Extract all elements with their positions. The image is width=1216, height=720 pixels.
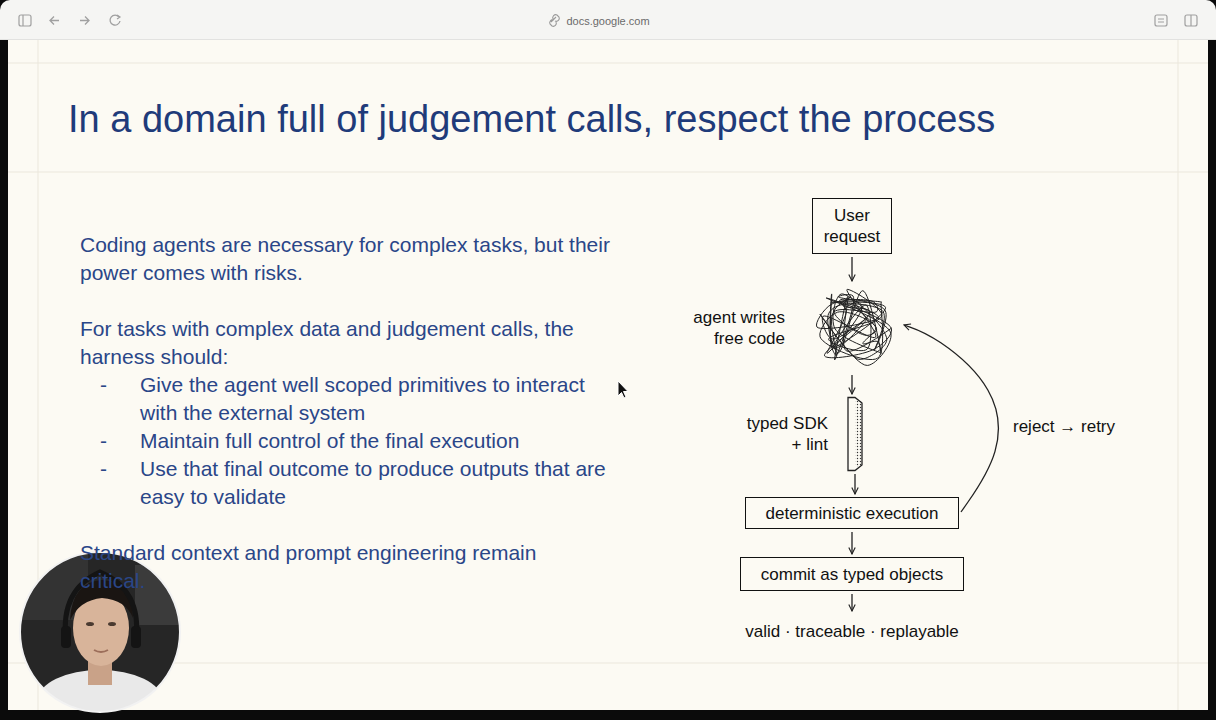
mouse-cursor [618,381,628,398]
webcam-earcup [61,626,71,648]
scribble-stroke [816,289,891,365]
sidebar-icon [19,15,31,26]
body-paragraph: Coding agents are necessary for complex … [80,231,610,287]
node-text: User request [817,205,887,247]
webcam-mouth [94,650,108,652]
forward-icon [80,17,89,25]
split-view-icon-line [1190,15,1191,26]
node-text: agent writes free code [675,307,785,349]
filter-texture [855,401,862,467]
outcome-text-node: valid · traceable · replayable [722,614,982,648]
sidebar-icon-line [22,15,23,26]
link-icon [550,15,560,27]
webcam-earcup [131,626,141,648]
flow-arrow [851,375,852,394]
guide-line [8,663,1208,664]
flow-arrow [851,257,852,281]
guide-line [1178,40,1179,710]
reader-icon [1155,15,1167,26]
url-text: docs.google.com [0,14,1216,28]
scribble-node: agent writes free code [808,284,896,372]
node-text: typed SDK + lint [736,413,828,455]
bullet-text: Maintain full control of the final execu… [140,427,610,455]
filter-shape [847,397,863,471]
slide-title: In a domain full of judgement calls, res… [68,96,995,142]
bullet-text: Give the agent well scoped primitives to… [140,371,610,427]
guide-line [8,63,1208,64]
webcam-eye [108,622,116,626]
scribble-shape [808,284,896,372]
webcam-eye [86,622,94,626]
bullet-text: Use that final outcome to produce output… [140,455,610,511]
bullet-dash: - [100,371,130,399]
filter-outline [848,398,862,471]
reader-icon-line [1158,22,1164,23]
reload-icon [110,15,120,25]
flow-arrow [904,325,998,512]
bullet-dash: - [100,455,130,483]
flow-arrow [851,594,852,611]
body-paragraph: Standard context and prompt engineering … [80,539,580,595]
node-side-label: typed SDK + lint [736,413,828,455]
back-icon [50,17,59,25]
node-text: valid · traceable · replayable [745,621,959,642]
filter-node: typed SDK + lint [847,397,863,471]
edge-label: reject → retry [1013,416,1115,437]
process-box: commit as typed objects [740,557,964,591]
reader-icon-line [1158,19,1164,20]
flow-arrow [851,532,852,554]
node-side-label: agent writes free code [675,307,785,349]
body-paragraph: For tasks with complex data and judgemen… [80,315,610,371]
split-view-icon [1185,15,1197,26]
flow-arrow [854,474,855,494]
bullet-dash: - [100,427,130,455]
process-box: deterministic execution [745,497,959,529]
request-box: User request [812,198,892,254]
guide-line [8,172,1208,173]
node-text: commit as typed objects [761,564,943,585]
reload-icon-head [117,15,120,19]
node-text: deterministic execution [766,503,939,524]
